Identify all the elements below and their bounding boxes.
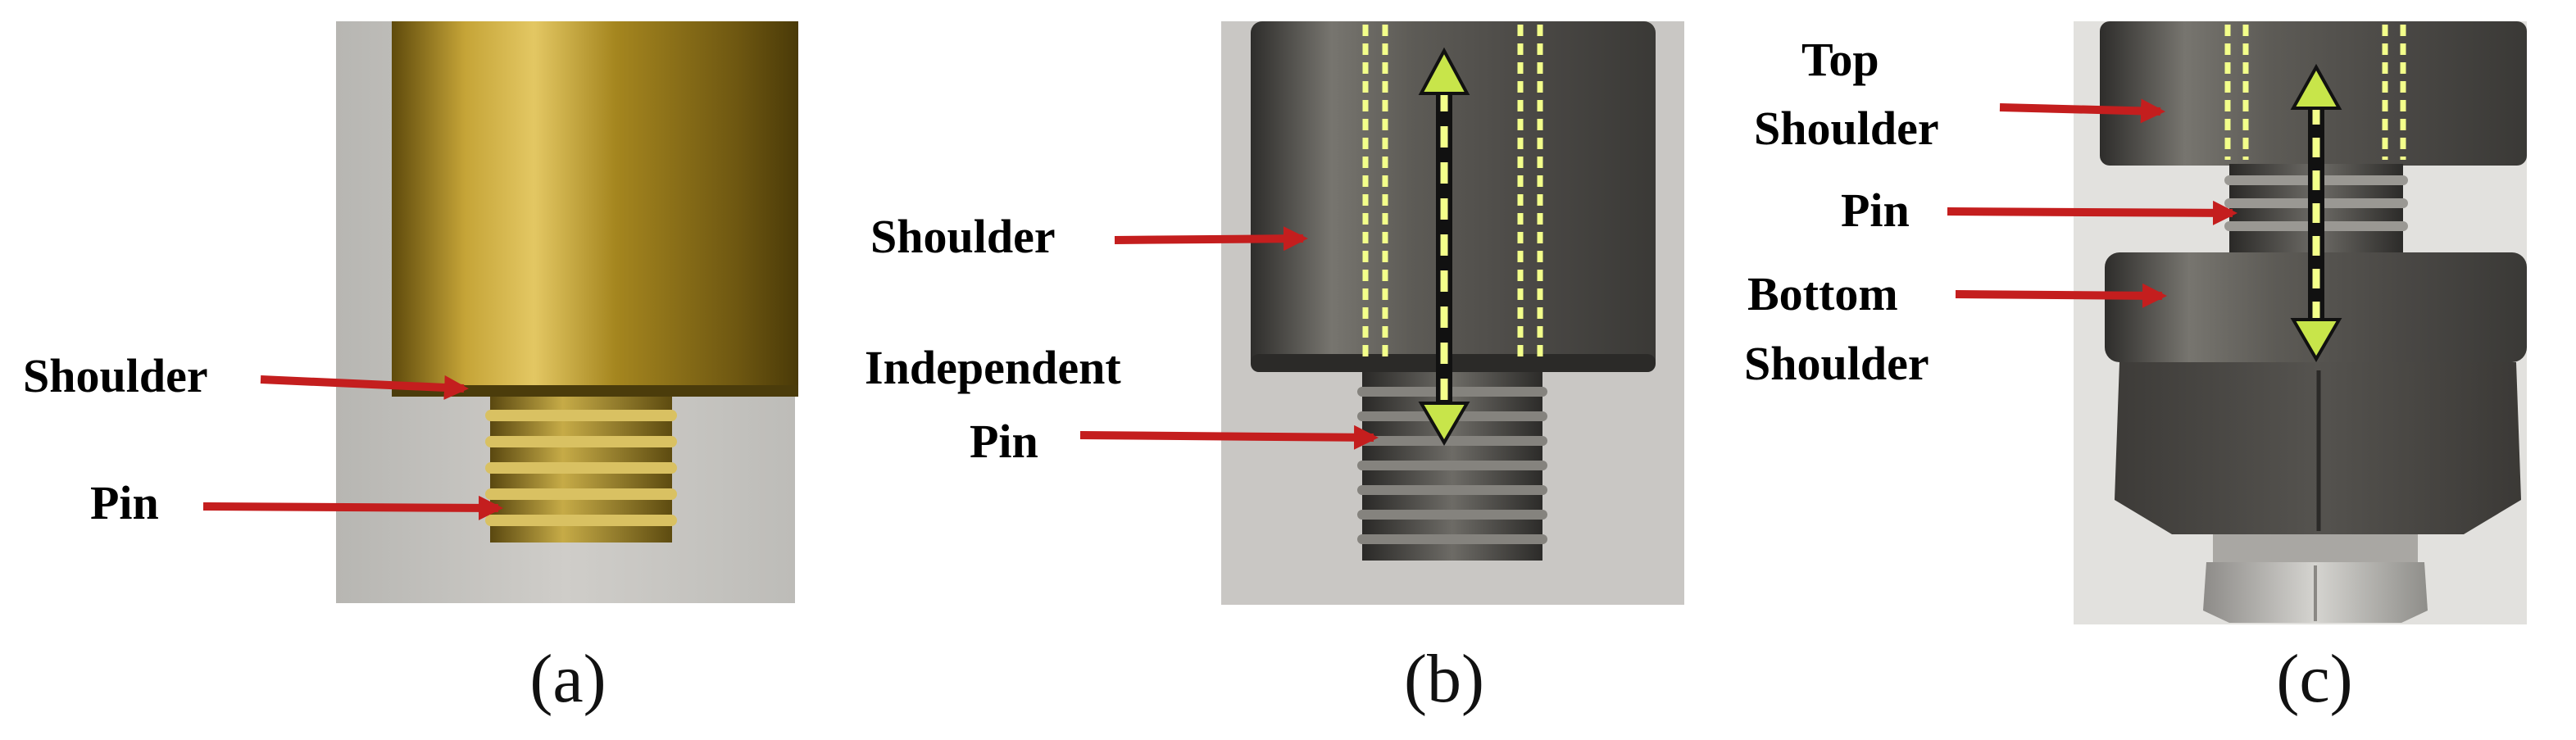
panel-a-shoulder-arrow <box>260 375 469 400</box>
panel-b: Shoulder Independent Pin (b) <box>865 21 1684 717</box>
panel-c-dashed-guides <box>2224 25 2406 160</box>
panel-c-pin-arrow <box>1947 200 2238 225</box>
panel-c-caption: (c) <box>2276 641 2352 717</box>
panel-a-label-shoulder: Shoulder <box>23 349 208 402</box>
panel-c-top-shoulder-arrow <box>1999 98 2165 124</box>
panel-a: Shoulder Pin (a) <box>23 21 798 717</box>
panel-b-independent-pin <box>1357 372 1547 561</box>
panel-b-label-shoulder: Shoulder <box>870 210 1056 263</box>
panel-a-label-pin: Pin <box>90 476 159 529</box>
panel-a-caption: (a) <box>529 641 606 717</box>
panel-b-pin-arrow <box>1079 424 1379 450</box>
panel-b-shoulder-edge <box>1251 354 1656 372</box>
panel-a-pin-arrow <box>202 495 503 520</box>
panel-c-label-top: Top <box>1801 33 1879 86</box>
panel-b-steel-shoulder <box>1251 21 1656 372</box>
panel-c-small-nut <box>2203 534 2428 623</box>
panel-b-shoulder-arrow <box>1114 226 1308 252</box>
panel-b-label-independent: Independent <box>865 341 1121 394</box>
panel-c-label-bottom: Bottom <box>1747 267 1898 320</box>
panel-c-label-bottom-shoulder: Shoulder <box>1744 337 1929 390</box>
panel-a-brass-shoulder <box>392 21 798 393</box>
panel-c-label-top-shoulder: Shoulder <box>1754 102 1939 155</box>
panel-b-caption: (b) <box>1404 641 1484 717</box>
panel-b-label-pin: Pin <box>970 415 1038 468</box>
panel-b-double-arrow <box>1418 47 1470 446</box>
panel-c: Top Shoulder Pin Bottom Shoulder (c) <box>1744 21 2527 717</box>
panel-c-double-arrow <box>2290 63 2342 362</box>
panel-c-bottom-shoulder-arrow <box>1955 283 2167 308</box>
panel-c-label-pin: Pin <box>1841 184 1910 237</box>
panel-a-threaded-pin <box>485 397 677 543</box>
panel-a-shoulder-edge <box>392 385 798 397</box>
